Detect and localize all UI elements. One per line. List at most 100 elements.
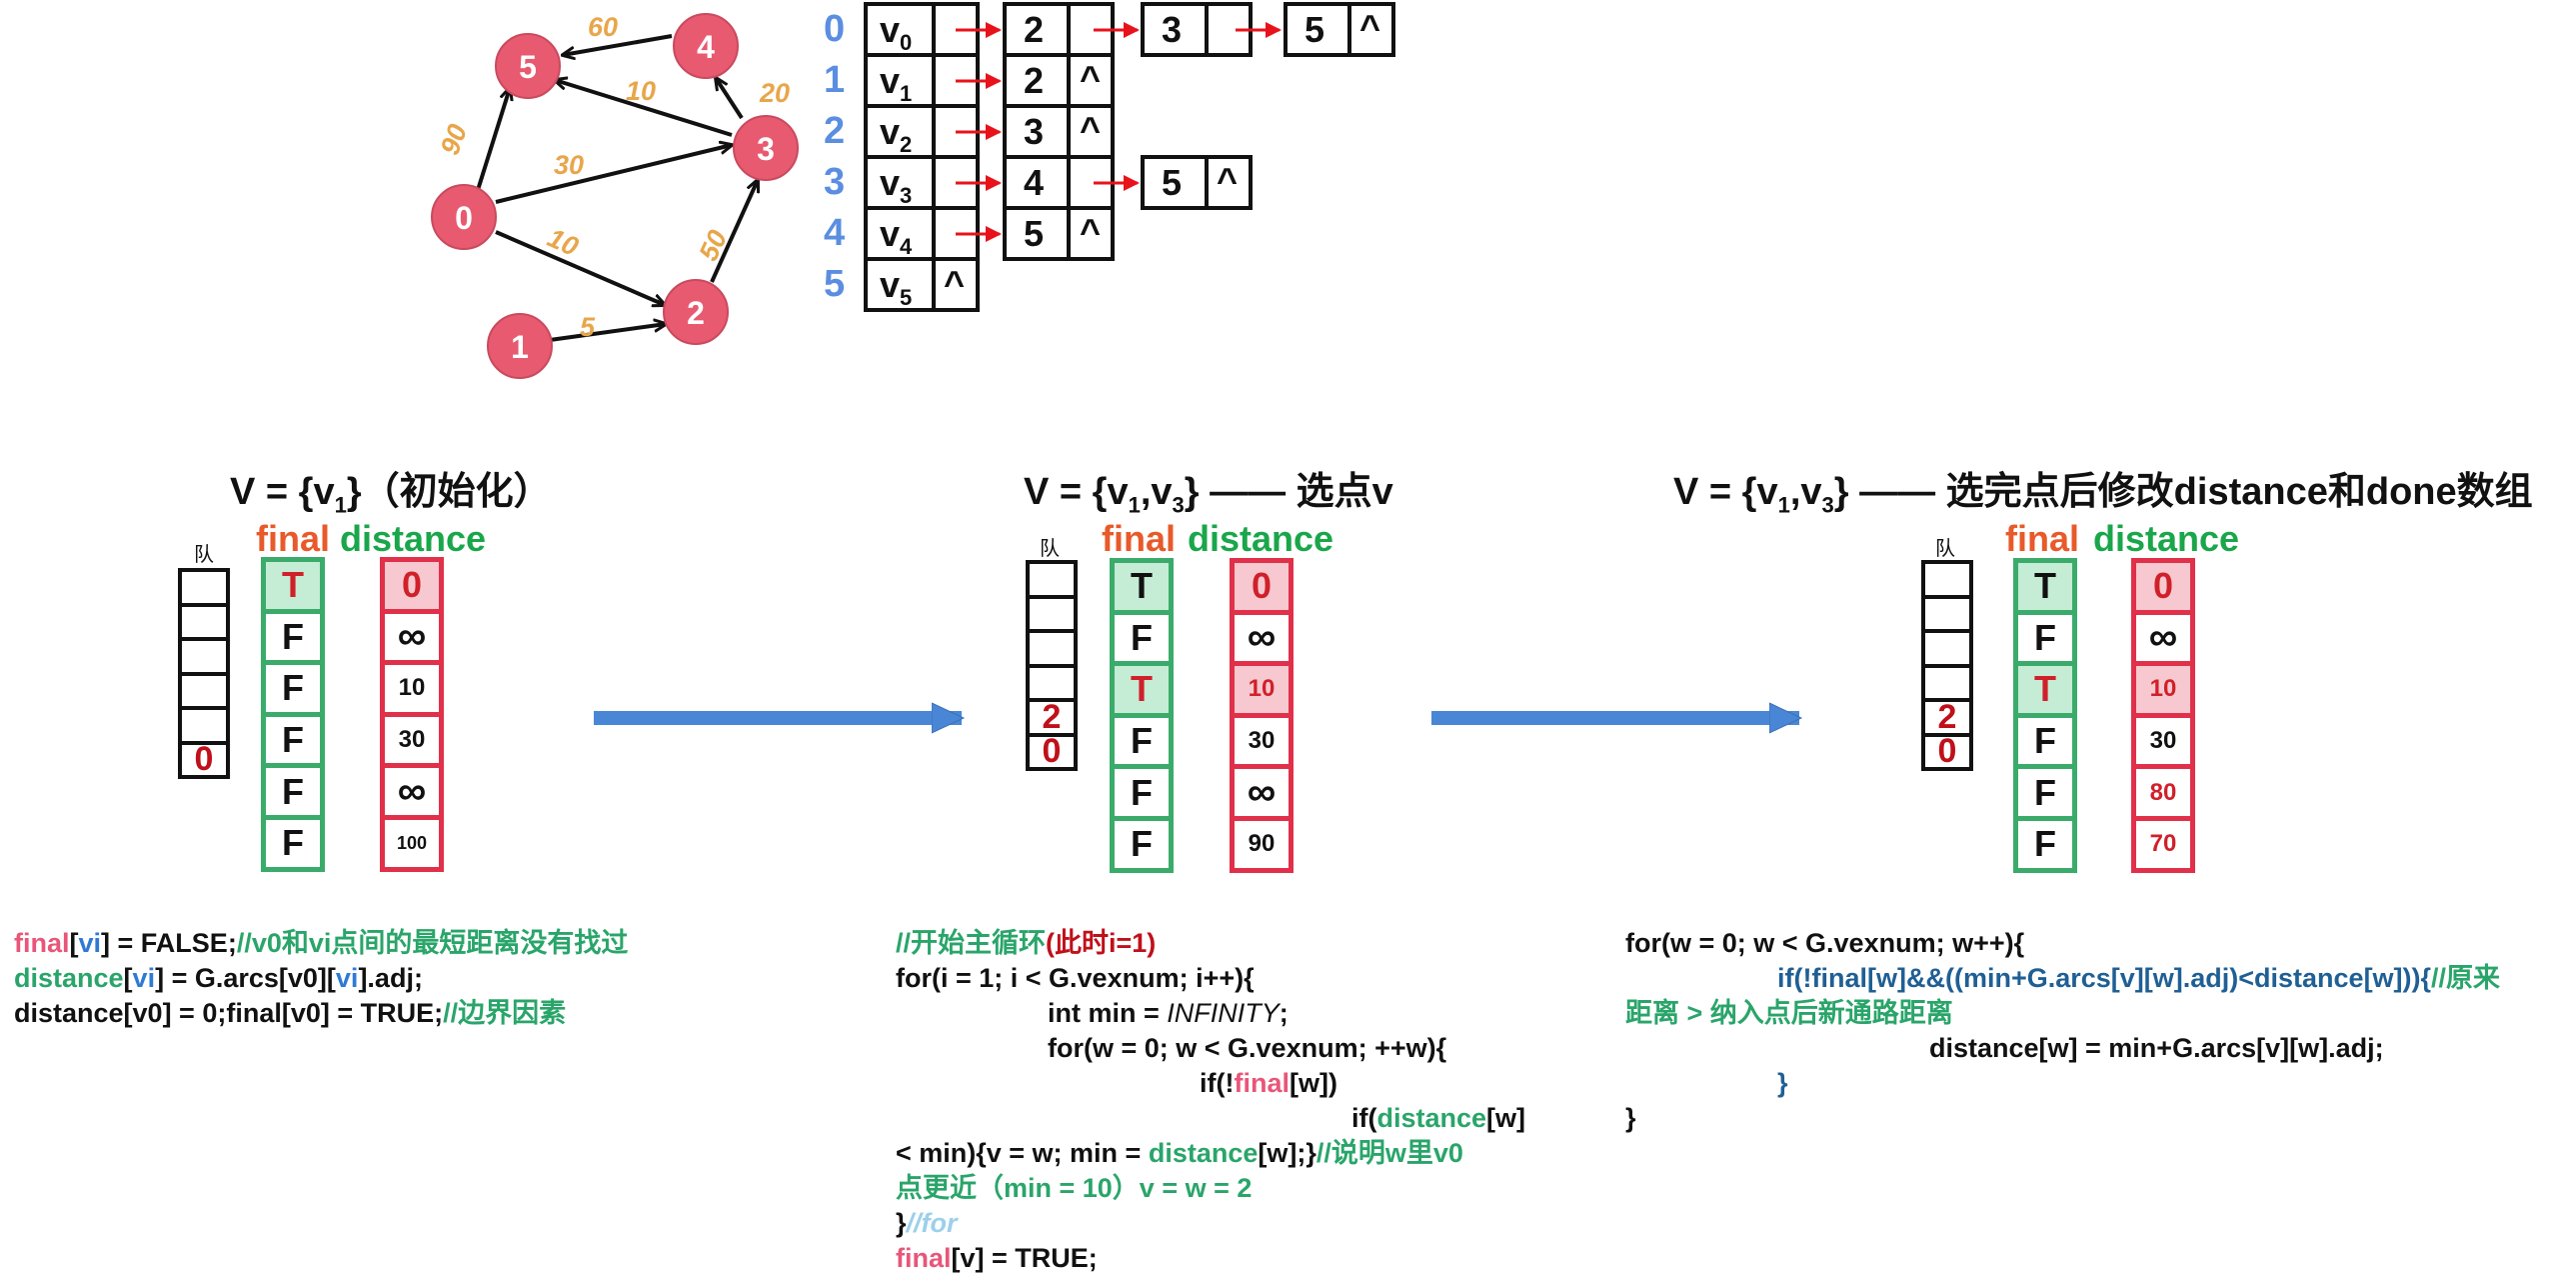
adj-index-3: 3 (824, 161, 846, 203)
distance-cell: 0 (380, 557, 444, 614)
adj-row-3: 4 5 ^ (1003, 155, 1253, 210)
svg-text:4: 4 (1024, 162, 1044, 203)
code-line: //开始主循环(此时i=1) (896, 928, 1157, 958)
distance-cell: 30 (2131, 712, 2195, 770)
queue-cell (178, 602, 230, 641)
final-cell: T (2013, 661, 2077, 718)
distance-cell: 10 (2131, 661, 2195, 718)
graph-node-5[interactable]: 5 (495, 33, 561, 99)
queue-cell: 0 (1026, 732, 1078, 771)
graph-nodes: 5 4 3 0 2 1 (431, 13, 799, 379)
final-cell: F (2013, 712, 2077, 770)
distance-cell: 70 (2131, 815, 2195, 873)
svg-text:2: 2 (1024, 60, 1044, 101)
svg-text:0: 0 (455, 200, 473, 236)
svg-text:^: ^ (1080, 211, 1101, 252)
graph-edges (476, 34, 758, 342)
svg-text:3: 3 (1162, 9, 1182, 50)
code-line: distance[vi] = G.arcs[v0][vi].adj; (14, 963, 423, 993)
svg-text:^: ^ (1080, 58, 1101, 99)
vertex-label: v5 (880, 264, 912, 310)
queue-label: 队 (1935, 538, 1955, 560)
graph-node-2[interactable]: 2 (663, 279, 729, 345)
distance-cell: 10 (380, 660, 444, 717)
svg-text:^: ^ (1080, 109, 1101, 150)
code-line: for(w = 0; w < G.vexnum; w++){ (1625, 928, 2025, 958)
adj-index-1: 1 (824, 59, 846, 101)
graph-node-4[interactable]: 4 (673, 13, 739, 79)
code-line: for(w = 0; w < G.vexnum; ++w){ (1048, 1033, 1447, 1063)
final-label: final (1102, 518, 1177, 559)
final-label: final (256, 518, 331, 559)
queue-cell (178, 568, 230, 607)
final-column: T F T F F F (1110, 558, 1174, 873)
distance-cell: ∞ (380, 608, 444, 666)
head-vertices: v0 v1 v2 v3 v4 v5 ^ (880, 9, 965, 310)
svg-text:3: 3 (757, 131, 775, 167)
null-mark: ^ (944, 263, 965, 304)
queue-cell (1921, 560, 1973, 599)
vertex-label: v2 (880, 111, 912, 157)
adj-row-0: 2 3 5 ^ (1003, 2, 1395, 57)
final-cell: F (1110, 764, 1174, 821)
final-cell: T (2013, 558, 2077, 615)
queue-cell (178, 671, 230, 710)
graph-node-3[interactable]: 3 (733, 115, 799, 181)
code-line: if(!final[w]&&((min+G.arcs[v][w].adj)<di… (1777, 963, 2501, 993)
queue-column: 0 (178, 568, 230, 779)
final-cell: T (261, 557, 325, 614)
queue-cell (1026, 560, 1078, 599)
final-cell: F (2013, 609, 2077, 667)
queue-cell: 2 (1026, 698, 1078, 737)
queue-cell: 0 (1921, 732, 1973, 771)
distance-cell: 30 (1230, 712, 1293, 770)
final-column: T F F F F F (261, 557, 325, 872)
graph-node-0[interactable]: 0 (431, 184, 497, 250)
head-table (864, 2, 980, 312)
code-line: distance[w] = min+G.arcs[v][w].adj; (1929, 1033, 2384, 1063)
final-cell: T (1110, 558, 1174, 615)
distance-column: 0 ∞ 10 30 80 70 (2131, 558, 2195, 873)
code-line: final[v] = TRUE; (896, 1243, 1098, 1273)
svg-text:3: 3 (1024, 111, 1044, 152)
final-cell: F (1110, 609, 1174, 667)
weight-label: 90 (435, 120, 473, 158)
code-block-relax: for(w = 0; w < G.vexnum; w++){ if(!final… (1625, 926, 2500, 1136)
weight-label: 20 (759, 78, 790, 108)
svg-text:4: 4 (697, 29, 715, 65)
final-label: final (2005, 518, 2080, 559)
svg-text:5: 5 (519, 49, 537, 85)
distance-label: distance (340, 518, 487, 559)
weight-label: 5 (580, 312, 596, 342)
distance-cell: 80 (2131, 764, 2195, 821)
final-cell: F (261, 763, 325, 820)
distance-column: 0 ∞ 10 30 ∞ 100 (380, 557, 444, 872)
queue-cell (178, 706, 230, 745)
graph-node-1[interactable]: 1 (487, 313, 553, 379)
code-line: for(i = 1; i < G.vexnum; i++){ (896, 963, 1255, 993)
adj-row-2: 3 ^ (1003, 104, 1115, 159)
final-column: T F T F F F (2013, 558, 2077, 873)
edge-3-5 (555, 80, 733, 137)
weight-label: 30 (554, 150, 584, 180)
distance-cell: 100 (380, 814, 444, 872)
queue-cell (1026, 594, 1078, 633)
queue-column: 2 0 (1026, 560, 1078, 771)
edge-0-5 (476, 88, 510, 191)
final-cell: F (1110, 815, 1174, 873)
code-line: } (1777, 1068, 1788, 1098)
code-line: distance[v0] = 0;final[v0] = TRUE;//边界因素 (14, 998, 567, 1028)
svg-text:5: 5 (1162, 162, 1182, 203)
code-line: int min = INFINITY; (1048, 998, 1288, 1028)
vertex-label: v1 (880, 60, 912, 106)
final-cell: T (1110, 661, 1174, 718)
queue-cell (1921, 594, 1973, 633)
weight-label: 10 (626, 76, 656, 106)
distance-label: distance (2093, 518, 2240, 559)
svg-text:2: 2 (1024, 9, 1044, 50)
svg-text:^: ^ (1217, 160, 1238, 201)
queue-cell: 0 (178, 740, 230, 779)
distance-cell: ∞ (2131, 609, 2195, 667)
panel-3-title: V = {v1,v3} —— 选完点后修改distance和done数组 (1673, 471, 2533, 518)
